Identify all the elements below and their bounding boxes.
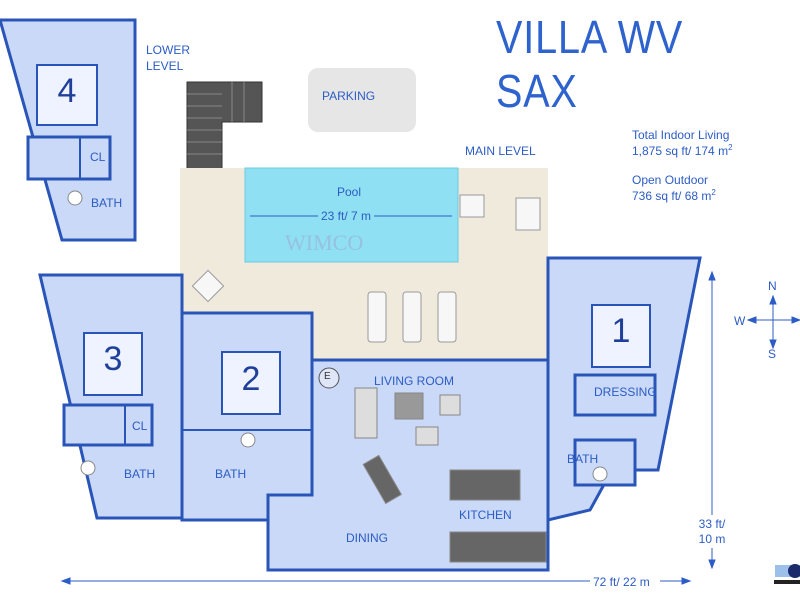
pool-dimension: 23 ft/ 7 m	[318, 209, 375, 223]
indoor-value-text: 1,875 sq ft/ 174 m	[632, 144, 729, 158]
dining-label: DINING	[346, 531, 388, 545]
outdoor-value-text: 736 sq ft/ 68 m	[632, 189, 712, 203]
bath-label-1: BATH	[567, 452, 599, 466]
kitchen-label: KITCHEN	[459, 508, 512, 522]
stairs	[186, 81, 263, 171]
page-title: VILLA WV SAX	[496, 11, 684, 117]
compass-n: N	[768, 279, 777, 293]
depth-dimension: 33 ft/10 m	[688, 517, 736, 547]
indoor-area-value: 1,875 sq ft/ 174 m2	[632, 143, 733, 158]
lower-level-line2: LEVEL	[146, 59, 184, 73]
elevator-icon	[318, 367, 340, 389]
superscript: 2	[728, 143, 733, 152]
watermark: WIMCO	[285, 230, 364, 255]
bedroom-3-number: 3	[103, 340, 123, 378]
logo	[774, 564, 800, 584]
bedroom-1-number: 1	[611, 312, 631, 350]
compass-w: W	[734, 314, 746, 328]
width-dimension: 72 ft/ 22 m	[593, 575, 650, 589]
bedroom-2-wing	[180, 311, 314, 522]
outdoor-area-label: Open Outdoor	[632, 173, 709, 187]
living-room-label: LIVING ROOM	[374, 374, 455, 388]
depth-line1: 33 ft/	[698, 517, 726, 531]
lower-level-label: LOWER LEVEL	[146, 42, 190, 74]
compass-icon	[746, 294, 800, 350]
pool-label: Pool	[337, 185, 362, 199]
bedroom-4-number: 4	[57, 72, 77, 110]
bath-label-4: BATH	[91, 196, 123, 210]
closet-label-4: CL	[90, 150, 106, 164]
parking-area	[308, 68, 416, 132]
main-level-label: MAIN LEVEL	[465, 144, 536, 158]
lower-level-line1: LOWER	[146, 43, 191, 57]
indoor-area-label: Total Indoor Living	[632, 128, 730, 142]
bath-label-3: BATH	[124, 467, 156, 481]
elevator-label: E	[324, 371, 331, 382]
outdoor-area-value: 736 sq ft/ 68 m2	[632, 188, 716, 203]
parking-label: PARKING	[322, 89, 376, 103]
dressing-label: DRESSING	[594, 385, 657, 399]
compass-s: S	[768, 347, 777, 361]
closet-label-3: CL	[132, 419, 148, 433]
bedroom-2-number: 2	[241, 360, 261, 398]
depth-line2: 10 m	[698, 532, 726, 546]
bath-label-2: BATH	[215, 467, 247, 481]
superscript: 2	[711, 188, 716, 197]
